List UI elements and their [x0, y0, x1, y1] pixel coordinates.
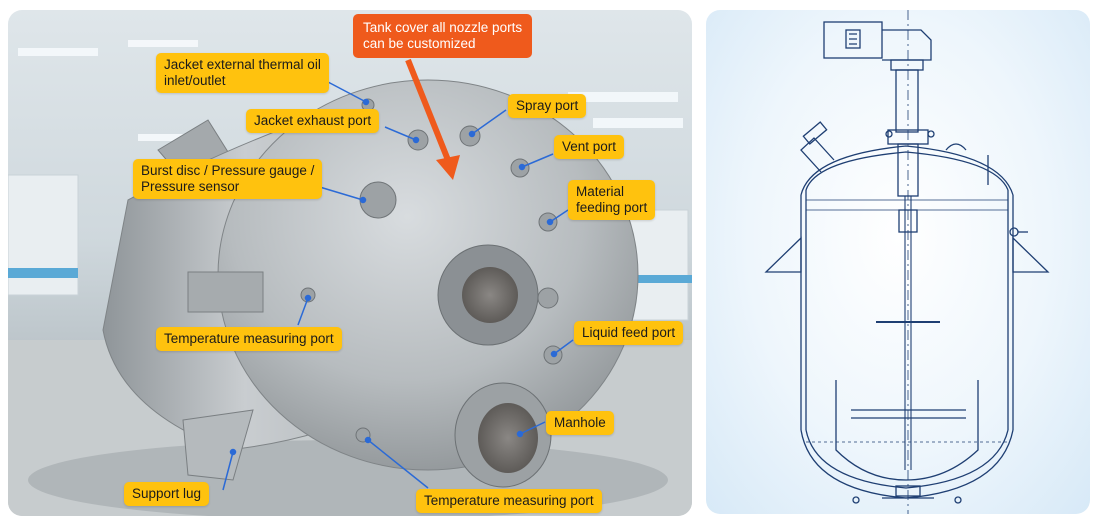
motor: [823, 21, 883, 59]
bottom-head: [805, 429, 1009, 489]
drive-housing: [895, 69, 919, 133]
ceiling-lights: [18, 40, 683, 141]
diagram-drawing: [764, 10, 1050, 514]
coupling: [898, 209, 918, 233]
label-temperature-port-2: Temperature measuring port: [416, 489, 602, 513]
label-liquid-feed-port: Liquid feed port: [574, 321, 684, 345]
top-head: [805, 151, 1009, 191]
label-support-lug: Support lug: [124, 482, 210, 506]
label-temperature-port-1: Temperature measuring port: [156, 327, 342, 351]
label-material-feeding-port: Material feeding port: [568, 180, 656, 220]
wall-stripe: [8, 268, 78, 278]
callout-arrow: [405, 58, 451, 162]
label-jacket-exhaust-port: Jacket exhaust port: [246, 109, 380, 133]
label-vent-port: Vent port: [554, 135, 625, 159]
top-nozzle: [800, 137, 835, 173]
support-lug-side: [187, 271, 264, 313]
support-lug-bottom: [182, 409, 254, 481]
tank-diagram: [706, 10, 1090, 514]
label-manhole: Manhole: [546, 411, 614, 435]
support-lug-right: [1012, 236, 1050, 273]
gearbox: [882, 29, 932, 61]
tank-photo: Tank cover all nozzle ports can be custo…: [8, 10, 692, 516]
support-lug-left: [764, 236, 802, 273]
wall-stripe-right: [608, 275, 692, 283]
seal: [897, 143, 919, 197]
anchor-agitator: [835, 380, 979, 481]
label-jacket-thermal-oil: Jacket external thermal oil inlet/outlet: [156, 53, 329, 93]
label-spray-port: Spray port: [508, 94, 587, 118]
label-burst-disc: Burst disc / Pressure gauge / Pressure s…: [133, 159, 323, 199]
customization-callout: Tank cover all nozzle ports can be custo…: [353, 14, 533, 58]
bottom-outlet: [895, 485, 921, 497]
tank-illustration: [8, 40, 692, 516]
